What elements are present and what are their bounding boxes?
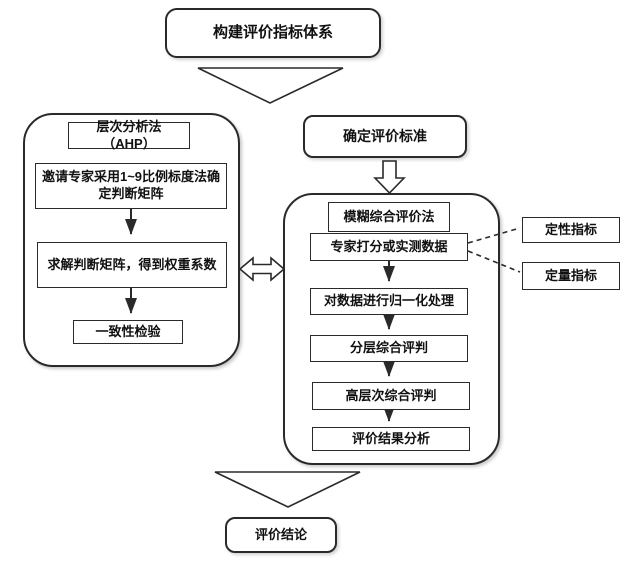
node-build-index-system: 构建评价指标体系 — [165, 8, 381, 58]
node-fuzzy-step-result-analysis: 评价结果分析 — [312, 427, 470, 451]
node-fuzzy-title: 模糊综合评价法 — [328, 202, 450, 232]
node-ahp-step-judgment-matrix: 邀请专家采用1~9比例标度法确定判断矩阵 — [35, 163, 227, 209]
dashed-connector-quantitative — [467, 250, 521, 273]
node-fuzzy-step-expert-data: 专家打分或实测数据 — [310, 233, 468, 261]
node-ahp-title: 层次分析法（AHP） — [68, 119, 190, 151]
triangle-arrow-bottom — [214, 471, 361, 508]
node-quantitative-indicator: 定量指标 — [522, 262, 620, 290]
node-qualitative-indicator: 定性指标 — [522, 217, 620, 243]
node-determine-criteria: 确定评价标准 — [303, 115, 467, 158]
double-arrow-ahp-fuzzy — [238, 256, 286, 282]
dashed-connector-qualitative — [467, 227, 521, 244]
node-fuzzy-step-layer-evaluation: 分层综合评判 — [310, 335, 468, 362]
block-arrow-criteria-fuzzy — [373, 160, 406, 195]
node-fuzzy-step-normalization: 对数据进行归一化处理 — [310, 288, 468, 315]
node-fuzzy-step-high-layer-evaluation: 高层次综合评判 — [312, 382, 470, 410]
node-ahp-step-consistency-check: 一致性检验 — [73, 320, 183, 344]
triangle-arrow-top — [197, 67, 344, 104]
node-ahp-step-weight-coefficients: 求解判断矩阵，得到权重系数 — [37, 242, 227, 288]
node-evaluation-conclusion: 评价结论 — [225, 517, 337, 553]
